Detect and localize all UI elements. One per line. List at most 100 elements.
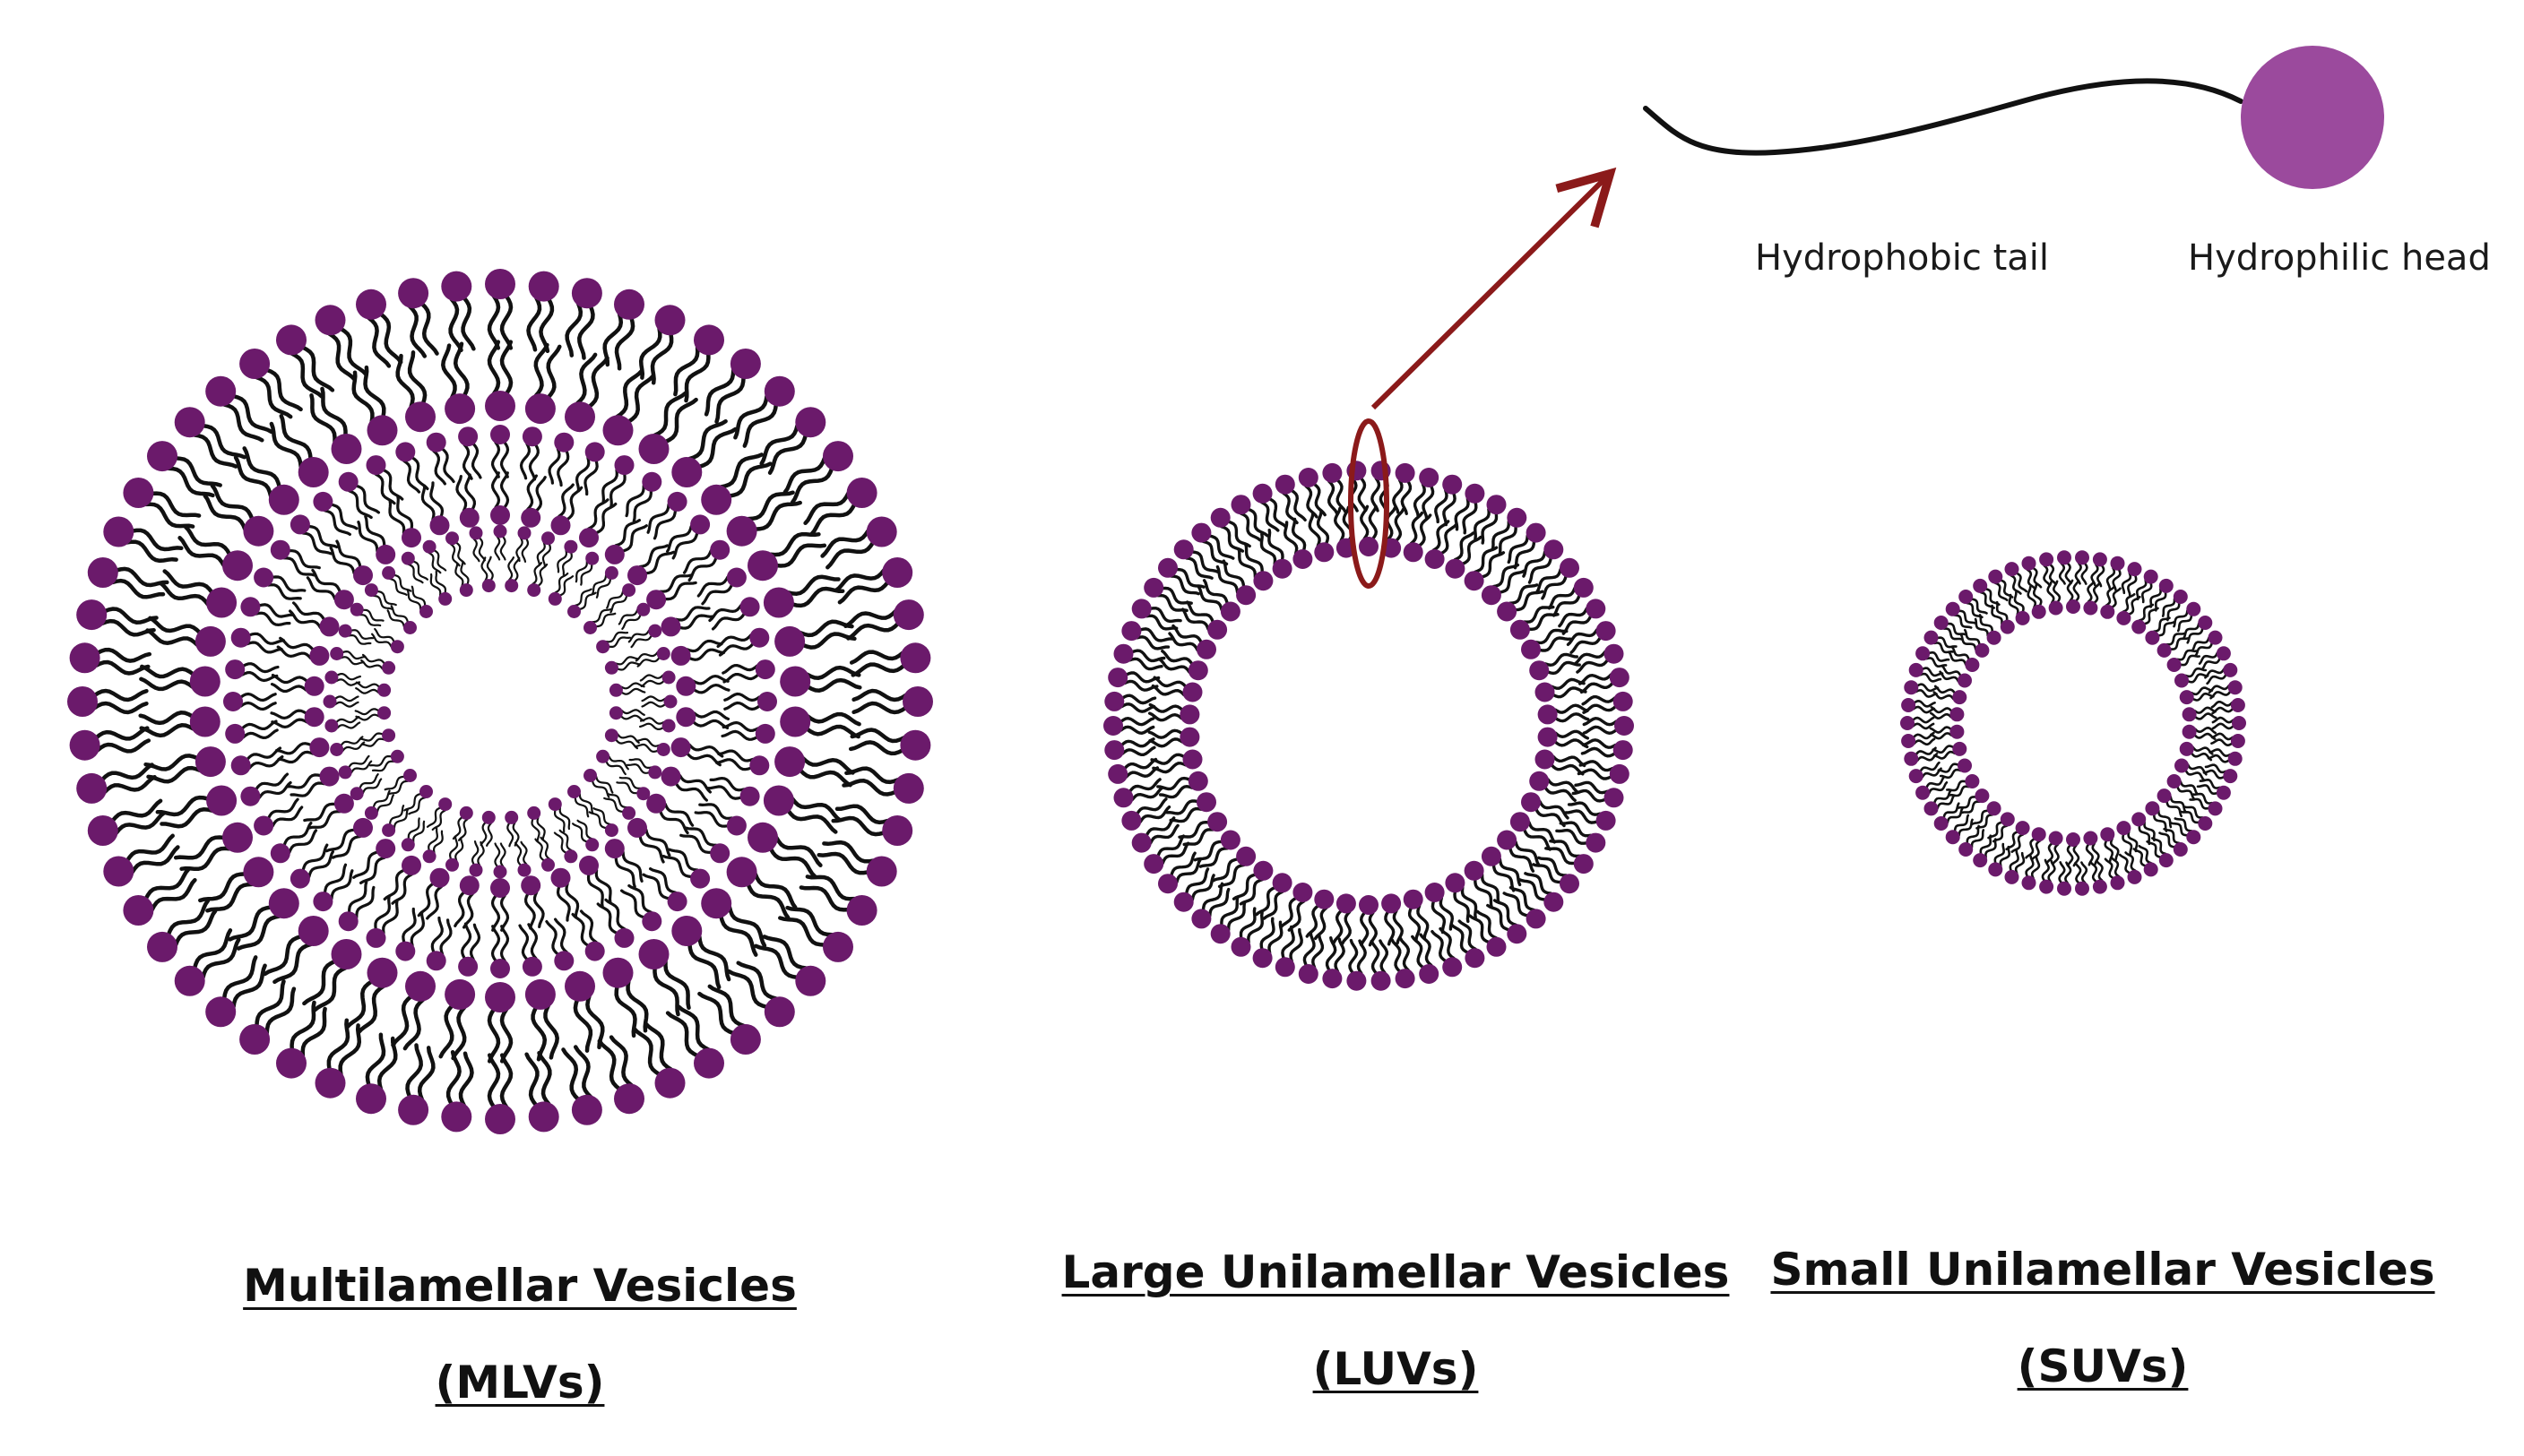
lipid-tail <box>1492 899 1517 926</box>
lipid-head <box>405 401 436 433</box>
lipid-head <box>376 544 396 564</box>
lipid-tail <box>621 524 648 553</box>
lipid-head <box>485 269 515 299</box>
lipid-head <box>69 729 100 761</box>
lipid-tail <box>666 524 693 553</box>
lipid-tail <box>768 847 817 879</box>
lipid-tail <box>1161 650 1194 666</box>
lipid-tail <box>143 502 195 529</box>
lipid-tail <box>1305 904 1320 938</box>
lipid-tail <box>588 811 608 830</box>
lipid-head <box>1537 704 1558 725</box>
lipid-tail <box>1357 477 1368 513</box>
lipid-tail <box>393 573 412 592</box>
lipid-tail <box>1546 660 1581 676</box>
lipid-head <box>338 911 359 932</box>
lipid-head <box>222 822 253 853</box>
lipid-head <box>206 785 238 816</box>
lipid-tail <box>2165 800 2183 818</box>
lipid-tail <box>1359 504 1370 540</box>
lipid-tail <box>1170 574 1200 596</box>
lipid-head <box>2173 842 2188 857</box>
lipid-tail <box>221 402 264 443</box>
lipid-head <box>390 749 404 763</box>
lipid-head <box>2198 616 2213 630</box>
lipid-tail <box>499 535 506 561</box>
lipid-head <box>764 996 795 1028</box>
lipid-tail <box>405 1043 423 1099</box>
lipid-tail <box>2157 621 2175 637</box>
lipid-tail <box>606 590 625 609</box>
lipid-tail <box>663 802 695 827</box>
lipid-tail <box>1916 683 1940 693</box>
lipid-tail <box>799 885 851 912</box>
lipid-tail <box>586 873 604 908</box>
lipid-head <box>290 514 310 535</box>
lipid-head <box>584 442 605 462</box>
lipid-tail <box>348 634 372 645</box>
lipid-tail <box>2045 842 2053 865</box>
lipid-head <box>429 515 450 536</box>
lipid-tail <box>499 294 514 350</box>
lipid-tail <box>1145 614 1179 631</box>
lipid-head <box>1465 948 1485 969</box>
lipid-head <box>2182 707 2197 722</box>
lipid-head <box>189 666 220 697</box>
lipid-tail <box>1534 807 1566 828</box>
lipid-head <box>429 867 450 888</box>
lipid-tail <box>540 836 550 860</box>
lipid-tail <box>561 1047 581 1102</box>
lipid-tail <box>2051 843 2060 866</box>
lipid-head <box>670 737 691 758</box>
lipid-head <box>690 514 711 535</box>
lipid-head <box>147 441 177 472</box>
lipid-tail <box>1149 607 1182 624</box>
lipid-tail <box>2030 857 2041 880</box>
lipid-head <box>438 591 453 606</box>
lipid-tail <box>727 905 767 948</box>
lipid-head <box>87 815 118 846</box>
lipid-tail <box>639 674 664 682</box>
lipid-head <box>333 590 354 610</box>
lipid-head <box>1573 577 1594 598</box>
lipid-head <box>469 863 483 877</box>
lipid-tail <box>1581 738 1618 749</box>
lipid-tail <box>566 486 583 521</box>
lipid-tail <box>110 798 163 823</box>
lipid-tail <box>800 632 857 650</box>
lipid-head <box>243 515 274 547</box>
lipid-tail <box>668 848 699 872</box>
lipid-tail <box>665 1011 700 1058</box>
lipid-tail <box>782 456 827 495</box>
lipid-head <box>123 895 154 926</box>
lipid-tail <box>618 608 639 625</box>
lipid-head <box>522 956 542 977</box>
lipid-tail <box>575 456 591 493</box>
lipid-tail <box>1974 617 1989 637</box>
lipid-head <box>377 706 392 720</box>
lipid-tail <box>768 531 821 557</box>
lipid-tail <box>687 556 718 582</box>
lipid-tail <box>407 304 428 358</box>
lipid-head <box>602 957 634 988</box>
lipid-head <box>2227 751 2243 766</box>
lipid-head <box>2131 619 2147 634</box>
lipid-tail <box>1211 857 1240 883</box>
lipid-tail <box>1553 738 1589 749</box>
lipid-tail <box>1564 809 1599 824</box>
lipid-tail <box>1524 872 1552 895</box>
lipid-head <box>1173 892 1194 912</box>
lipid-head <box>76 772 108 804</box>
lipid-tail <box>490 894 501 932</box>
lipid-tail <box>1916 753 1939 762</box>
lipid-head <box>1465 483 1485 504</box>
lipid-tail <box>1217 863 1246 889</box>
lipid-tail <box>1128 778 1162 793</box>
lipid-tail <box>1928 650 1950 662</box>
lipid-tail <box>2190 686 2214 696</box>
lipid-tail <box>2032 566 2043 589</box>
lipid-head <box>1188 771 1208 791</box>
lipid-tail <box>727 461 773 498</box>
lipid-head <box>103 856 134 887</box>
lipid-tail <box>1148 711 1183 722</box>
